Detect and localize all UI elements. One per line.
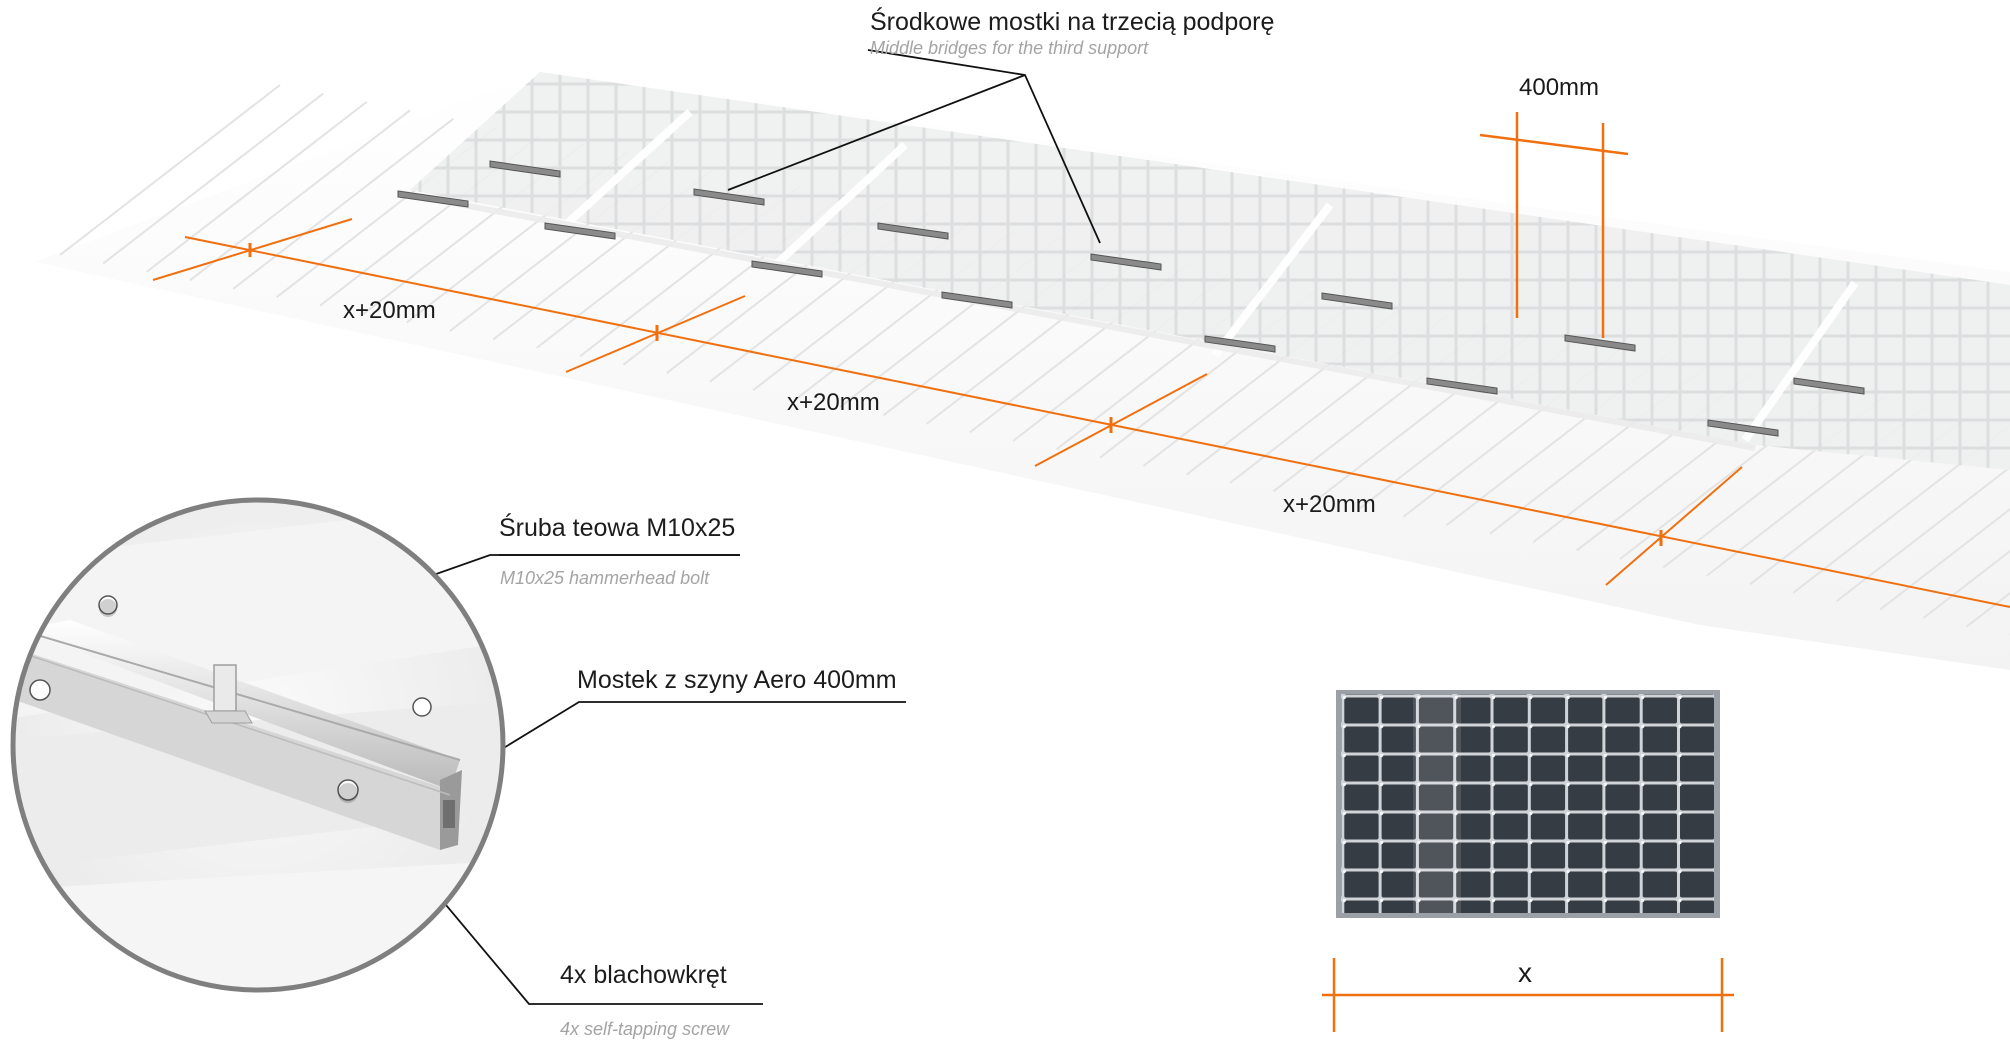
mounting-bracket [1090,253,1162,271]
middle-bridges-label: Środkowe mostki na trzecią podporę [870,8,1275,36]
panel-width-dimension [1322,958,1734,1032]
solar-panel-array [399,72,2010,470]
detail-magnifier [10,497,506,993]
middle-bridges-sublabel: Middle bridges for the third support [870,38,1149,58]
spacing-dimension-lines [152,218,2010,608]
mounting-bracket [877,222,949,240]
mounting-bracket [1707,419,1779,437]
spacing-label-2: x+20mm [787,389,880,416]
mounting-bracket [544,222,616,240]
mounting-bracket [751,260,823,278]
mounting-brackets [397,160,1865,437]
bridge-length-label: 400mm [1519,74,1600,101]
bolt-sublabel: M10x25 hammerhead bolt [500,568,710,588]
mounting-bracket [1564,334,1636,352]
solar-panel-module [1336,690,1720,918]
mounting-bracket [1321,292,1393,310]
mounting-bracket [397,190,469,208]
mounting-bracket [941,291,1013,309]
bridge-length-dimension [1479,112,1629,338]
spacing-label-3: x+20mm [1283,491,1376,518]
mounting-bracket [1204,335,1276,353]
mounting-bracket [1426,377,1498,395]
bolt-label: Śruba teowa M10x25 [499,514,736,542]
panel-width-label: x [1518,957,1532,988]
mounting-bracket [693,188,765,206]
spacing-label-1: x+20mm [343,297,436,324]
mounting-bracket [489,160,561,178]
screws-sublabel: 4x self-tapping screw [560,1019,730,1039]
screws-label: 4x blachowkręt [560,961,727,989]
mounting-bracket [1793,377,1865,395]
rail-bridge-label: Mostek z szyny Aero 400mm [577,666,897,694]
